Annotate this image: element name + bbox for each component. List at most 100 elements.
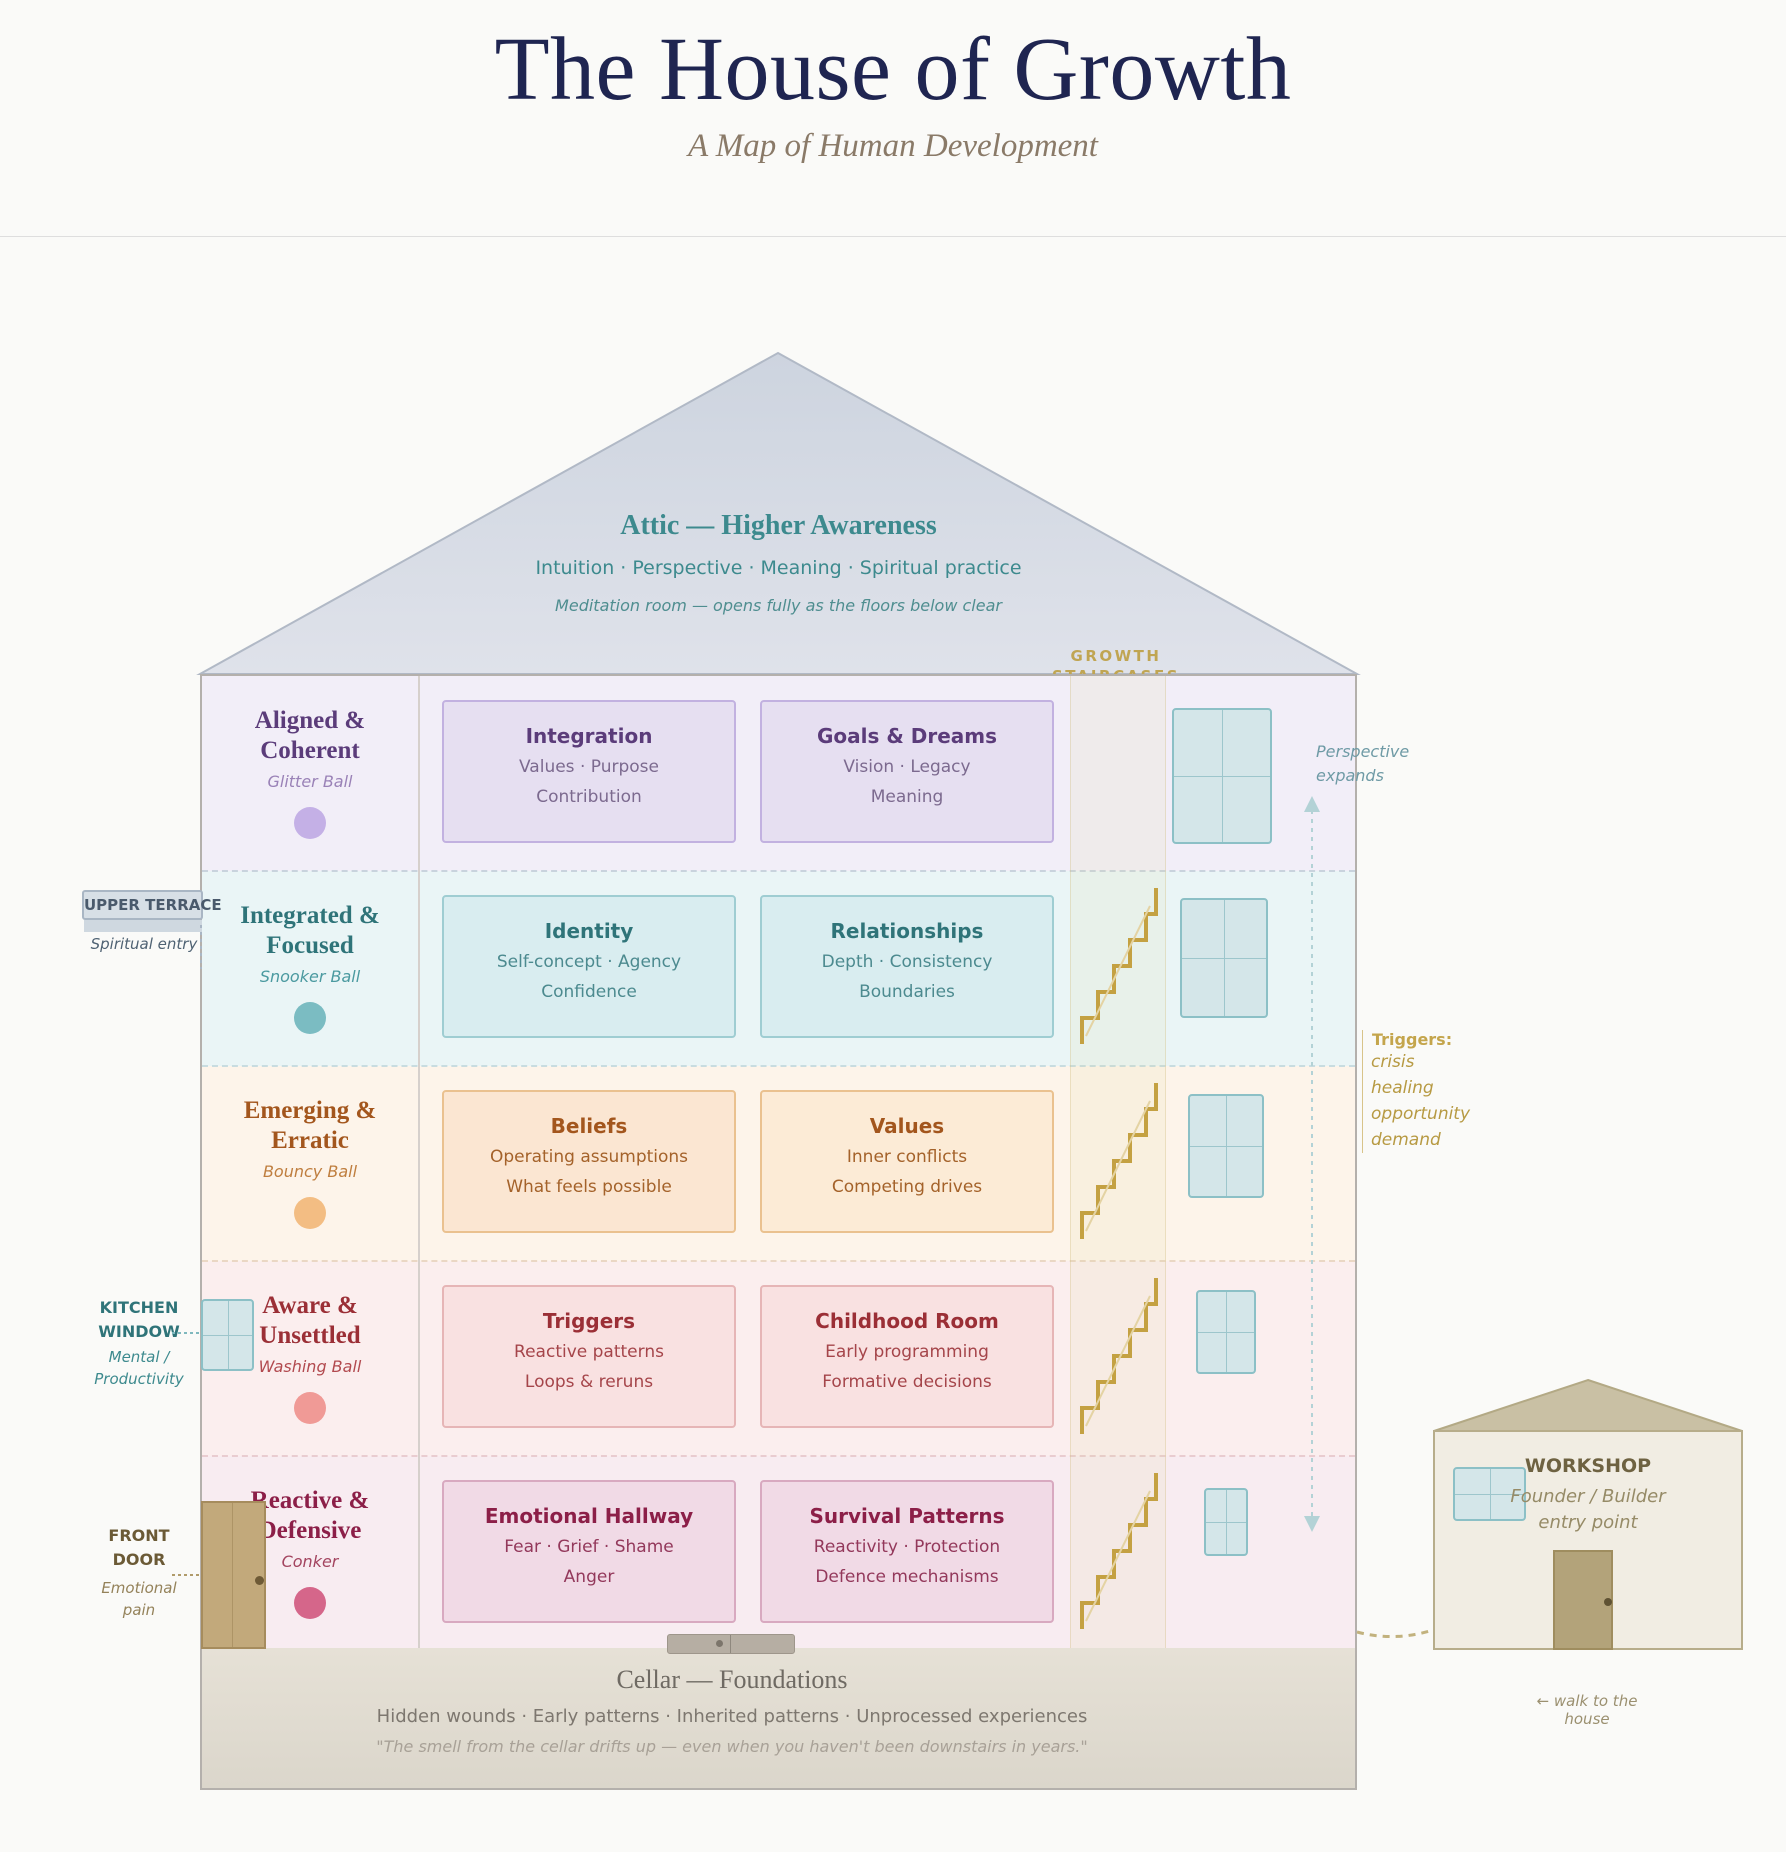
room-childhood[interactable]: Childhood Room Early programming Formati… bbox=[760, 1285, 1054, 1428]
floor-label-aware: Aware & Unsettled Washing Ball bbox=[202, 1291, 418, 1424]
room-line: Self-concept · Agency bbox=[496, 952, 682, 972]
floor-label-aligned: Aligned & Coherent Glitter Ball bbox=[202, 706, 418, 839]
conker-icon bbox=[294, 1587, 326, 1619]
front-door-note: Emotional pain bbox=[84, 1577, 194, 1621]
staircase-icon bbox=[1080, 1473, 1158, 1629]
kitchen-title-line: KITCHEN bbox=[99, 1298, 179, 1317]
perspective-arrow bbox=[1304, 796, 1320, 1532]
cellar-quote: "The smell from the cellar drifts up — e… bbox=[376, 1737, 1088, 1756]
snooker-ball-icon bbox=[294, 1002, 326, 1034]
perspective-note: Perspective expands bbox=[1316, 740, 1409, 788]
room-line: Depth · Consistency bbox=[821, 952, 993, 972]
door-note-line: Emotional bbox=[101, 1579, 177, 1597]
room-line: Meaning bbox=[870, 787, 944, 807]
floor-ball-name: Bouncy Ball bbox=[262, 1162, 358, 1181]
floor-ball-name: Glitter Ball bbox=[267, 772, 353, 791]
room-title: Goals & Dreams bbox=[816, 724, 998, 748]
walk-to-house-note: ← walk to the house bbox=[1536, 1692, 1638, 1728]
floor-ball-name: Snooker Ball bbox=[259, 967, 361, 986]
workshop-door[interactable] bbox=[1553, 1550, 1613, 1650]
kitchen-window-icon[interactable] bbox=[201, 1299, 254, 1371]
front-door-title: FRONT DOOR bbox=[84, 1524, 194, 1572]
front-door[interactable] bbox=[201, 1501, 266, 1649]
floor-divider bbox=[202, 1260, 1355, 1262]
trigger-item: demand bbox=[1371, 1130, 1441, 1150]
floor-label-emerging: Emerging & Erratic Bouncy Ball bbox=[202, 1096, 418, 1229]
floor-name: Aligned & Coherent bbox=[254, 707, 366, 764]
room-line: Vision · Legacy bbox=[843, 757, 971, 777]
room-beliefs[interactable]: Beliefs Operating assumptions What feels… bbox=[442, 1090, 736, 1233]
terrace-note: Spiritual entry bbox=[90, 935, 198, 953]
workshop-sub-line: entry point bbox=[1538, 1512, 1638, 1533]
room-triggers[interactable]: Triggers Reactive patterns Loops & rerun… bbox=[442, 1285, 736, 1428]
trigger-item: healing bbox=[1371, 1078, 1434, 1098]
room-title: Childhood Room bbox=[815, 1309, 999, 1333]
kitchen-note-line: Mental / bbox=[108, 1348, 170, 1366]
room-title: Integration bbox=[525, 724, 653, 748]
kitchen-title-line: WINDOW bbox=[98, 1322, 180, 1341]
floor-ball-name: Conker bbox=[281, 1552, 339, 1571]
window-icon bbox=[1196, 1290, 1256, 1374]
room-title: Values bbox=[869, 1114, 945, 1138]
room-line: Reactivity · Protection bbox=[813, 1537, 1001, 1557]
perspective-line: expands bbox=[1316, 766, 1384, 785]
room-line: Competing drives bbox=[831, 1177, 983, 1197]
door-title-line: DOOR bbox=[112, 1550, 166, 1569]
trigger-item: opportunity bbox=[1371, 1104, 1471, 1124]
triggers-title: Triggers: bbox=[1372, 1030, 1453, 1049]
header-divider bbox=[0, 236, 1786, 237]
room-title: Emotional Hallway bbox=[484, 1504, 694, 1528]
room-integration[interactable]: Integration Values · Purpose Contributio… bbox=[442, 700, 736, 843]
room-goals-dreams[interactable]: Goals & Dreams Vision · Legacy Meaning bbox=[760, 700, 1054, 843]
room-title: Identity bbox=[544, 919, 634, 943]
room-line: What feels possible bbox=[506, 1177, 672, 1197]
label-column-divider bbox=[418, 676, 420, 1648]
room-title: Relationships bbox=[830, 919, 984, 943]
room-emotional-hallway[interactable]: Emotional Hallway Fear · Grief · Shame A… bbox=[442, 1480, 736, 1623]
page-title: The House of Growth bbox=[494, 20, 1292, 119]
upper-terrace[interactable]: UPPER TERRACE bbox=[82, 890, 222, 920]
floor-divider bbox=[202, 870, 1355, 872]
bouncy-ball-icon bbox=[294, 1197, 326, 1229]
room-line: Confidence bbox=[541, 982, 637, 1002]
trigger-item: crisis bbox=[1371, 1052, 1415, 1072]
room-line: Operating assumptions bbox=[489, 1147, 689, 1167]
cellar bbox=[200, 1648, 1357, 1790]
attic-subtitle: Intuition · Perspective · Meaning · Spir… bbox=[535, 557, 1022, 579]
floor-name: Emerging & Erratic bbox=[243, 1097, 377, 1154]
floor-divider bbox=[202, 1065, 1355, 1067]
room-values[interactable]: Values Inner conflicts Competing drives bbox=[760, 1090, 1054, 1233]
perspective-line: Perspective bbox=[1316, 742, 1410, 761]
floor-name: Aware & Unsettled bbox=[259, 1292, 361, 1349]
door-knob-icon bbox=[1604, 1598, 1612, 1606]
workshop-title: WORKSHOP bbox=[1524, 1455, 1652, 1477]
room-line: Inner conflicts bbox=[846, 1147, 968, 1167]
cellar-hatch[interactable] bbox=[667, 1634, 795, 1654]
door-title-line: FRONT bbox=[108, 1526, 170, 1545]
room-title: Survival Patterns bbox=[809, 1504, 1005, 1528]
room-line: Defence mechanisms bbox=[815, 1567, 999, 1587]
room-line: Boundaries bbox=[859, 982, 955, 1002]
staircase-icon bbox=[1080, 1083, 1158, 1239]
floor-divider bbox=[202, 1455, 1355, 1457]
room-identity[interactable]: Identity Self-concept · Agency Confidenc… bbox=[442, 895, 736, 1038]
washing-ball-icon bbox=[294, 1392, 326, 1424]
workshop-window-icon bbox=[1453, 1467, 1526, 1521]
workshop-sub-line: Founder / Builder bbox=[1510, 1486, 1666, 1507]
glitter-ball-icon bbox=[294, 807, 326, 839]
front-door-connector bbox=[172, 1574, 202, 1576]
room-line: Early programming bbox=[825, 1342, 989, 1362]
room-relationships[interactable]: Relationships Depth · Consistency Bounda… bbox=[760, 895, 1054, 1038]
page-subtitle: A Map of Human Development bbox=[688, 128, 1098, 164]
room-survival-patterns[interactable]: Survival Patterns Reactivity · Protectio… bbox=[760, 1480, 1054, 1623]
hatch-knob-icon bbox=[716, 1640, 723, 1647]
room-line: Reactive patterns bbox=[514, 1342, 664, 1362]
room-line: Loops & reruns bbox=[524, 1372, 654, 1392]
room-line: Anger bbox=[563, 1567, 615, 1587]
floor-ball-name: Washing Ball bbox=[258, 1357, 362, 1376]
door-note-line: pain bbox=[122, 1601, 156, 1619]
staircase-icon bbox=[1080, 1278, 1158, 1434]
kitchen-window-title: KITCHEN WINDOW bbox=[84, 1296, 194, 1344]
floor-label-reactive: Reactive & Defensive Conker bbox=[202, 1486, 418, 1619]
room-title: Triggers bbox=[542, 1309, 636, 1333]
